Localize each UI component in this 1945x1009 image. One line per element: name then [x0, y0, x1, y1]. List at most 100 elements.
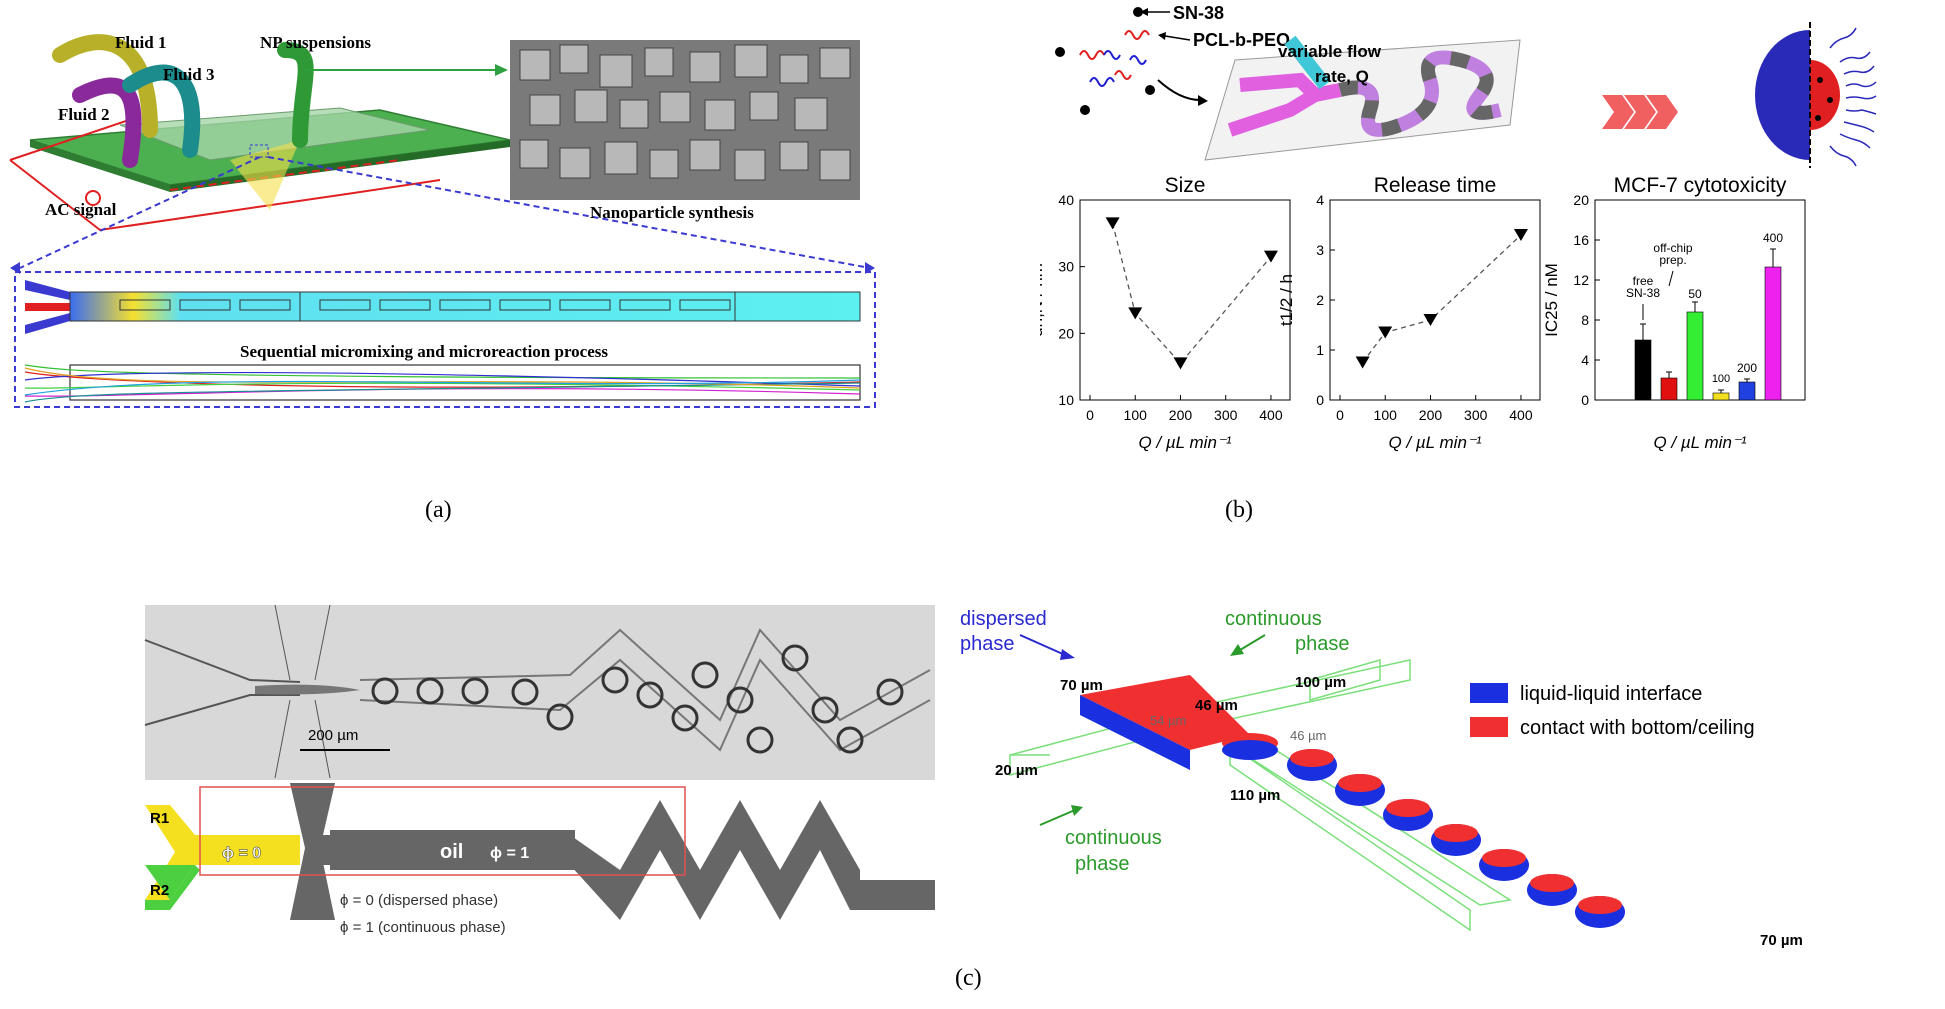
dispersed-label: dispersed — [960, 608, 1047, 630]
scale-bar-label: 200 µm — [308, 727, 358, 744]
x-tick-label: 100 — [1374, 407, 1398, 423]
y-axis-label: dh,N / nm — [1040, 263, 1046, 337]
fluid3-label: Fluid 3 — [163, 65, 215, 84]
data-point — [1378, 326, 1393, 339]
y-tick-label: 8 — [1581, 312, 1589, 328]
pcl-label: PCL-b-PEO — [1193, 30, 1290, 50]
y-tick-label: 3 — [1316, 242, 1324, 258]
y-tick-label: 40 — [1058, 192, 1074, 208]
dim-70: 70 µm — [1060, 677, 1103, 694]
y-tick-label: 0 — [1581, 392, 1589, 408]
dim-20: 20 µm — [995, 762, 1038, 779]
chart-frame — [1329, 199, 1541, 401]
data-point — [1173, 357, 1188, 370]
x-tick-label: 200 — [1169, 407, 1193, 423]
x-tick-label: 300 — [1464, 407, 1488, 423]
panel-c-left: 200 µm R1 R2 ϕ = 0 oil ϕ = 1 ϕ = 0 (disp… — [140, 600, 940, 950]
y-tick-label: 2 — [1316, 292, 1324, 308]
chart-title: MCF-7 cytotoxicity — [1614, 174, 1787, 197]
continuous-label-1: continuous — [1225, 608, 1322, 630]
series-line — [1362, 234, 1522, 363]
y-tick-label: 12 — [1573, 272, 1589, 288]
dim-100: 100 µm — [1295, 674, 1346, 691]
variable-flow-label: variable flow — [1278, 42, 1382, 61]
data-point — [1128, 307, 1143, 320]
panel-a-figure: Fluid 1 Fluid 2 Fluid 3 NP suspensions A… — [9, 33, 876, 408]
bar — [1660, 377, 1678, 401]
bar — [1634, 339, 1652, 401]
x-tick-label: 400 — [1259, 407, 1283, 423]
y-tick-label: 4 — [1316, 192, 1324, 208]
data-point — [1355, 356, 1370, 369]
legend-contact-swatch — [1470, 717, 1508, 737]
x-tick-label: 400 — [1509, 407, 1533, 423]
sequential-label: Sequential micromixing and microreaction… — [240, 342, 608, 361]
bar-annotation: 100 — [1712, 373, 1730, 385]
bar — [1686, 311, 1704, 401]
bar — [1764, 266, 1782, 401]
y-tick-label: 0 — [1316, 392, 1324, 408]
annotation-arrow — [1668, 270, 1674, 287]
x-axis-label: Q / µL min⁻¹ — [1138, 433, 1231, 452]
y-tick-label: 16 — [1573, 232, 1589, 248]
legend-interface-text: liquid-liquid interface — [1520, 683, 1702, 705]
panel-c-right-figure: dispersed phase continuous phase continu… — [960, 608, 1803, 949]
data-point — [1513, 229, 1528, 241]
ac-signal-wire — [9, 159, 441, 232]
panel-a-label: (a) — [425, 497, 452, 523]
chart-frame — [1079, 199, 1291, 401]
legend-continuous: ϕ = 1 (continuous phase) — [340, 919, 506, 936]
chart-title: Release time — [1374, 174, 1497, 197]
data-point — [1263, 250, 1278, 263]
bar-annotation: SN-38 — [1626, 286, 1660, 300]
microfluidic-chip — [1204, 35, 1521, 161]
y-axis-label: IC25 / nM — [1542, 263, 1561, 337]
panel-c-left-figure: 200 µm R1 R2 ϕ = 0 oil ϕ = 1 ϕ = 0 (disp… — [144, 604, 935, 936]
oil-label: oil — [440, 841, 463, 863]
polymer-schematic — [1055, 7, 1208, 115]
phase-label-3: phase — [1075, 853, 1130, 875]
droplets — [1287, 749, 1625, 928]
bar-annotation: 200 — [1737, 361, 1757, 375]
y-tick-label: 20 — [1573, 192, 1589, 208]
fluid2-label: Fluid 2 — [58, 105, 110, 124]
x-tick-label: 300 — [1214, 407, 1238, 423]
bar-annotation: 400 — [1763, 231, 1783, 245]
bar-annotation: off-chip — [1653, 241, 1692, 255]
micelle-graphic — [1755, 22, 1877, 168]
panel-c-right: dispersed phase continuous phase continu… — [950, 600, 1945, 960]
x-tick-label: 100 — [1124, 407, 1148, 423]
y-tick-label: 1 — [1316, 342, 1324, 358]
continuous-label-2: continuous — [1065, 827, 1162, 849]
dim-54: 54 µm — [1150, 713, 1186, 728]
bar — [1712, 392, 1730, 401]
dim-70b: 70 µm — [1760, 932, 1803, 949]
sem-image — [510, 40, 860, 200]
rate-q-label: rate, Q — [1315, 67, 1369, 86]
bar-annotation: 50 — [1688, 287, 1702, 301]
r1-label: R1 — [150, 810, 169, 827]
data-point — [1423, 314, 1438, 326]
y-tick-label: 10 — [1058, 392, 1074, 408]
streamlines — [24, 364, 861, 403]
y-tick-label: 30 — [1058, 259, 1074, 275]
y-axis-label: t1/2 / h — [1277, 274, 1296, 326]
chart-title: Size — [1165, 174, 1206, 197]
x-tick-label: 0 — [1336, 407, 1344, 423]
y-tick-label: 4 — [1581, 352, 1589, 368]
x-tick-label: 0 — [1086, 407, 1094, 423]
legend-interface-swatch — [1470, 683, 1508, 703]
series-line — [1111, 223, 1272, 365]
fluid1-tube — [52, 34, 158, 138]
np-suspensions-label: NP suspensions — [260, 33, 371, 52]
panel-b: SN-38 PCL-b-PEO variable flow rate, Q — [1027, 0, 1945, 523]
bar-annotation: prep. — [1659, 253, 1686, 267]
fluid3-tube — [122, 64, 201, 158]
flow-chevrons — [1602, 95, 1678, 129]
ac-source-icon — [85, 190, 101, 206]
legend-dispersed: ϕ = 0 (dispersed phase) — [340, 892, 498, 909]
bar — [1738, 381, 1756, 401]
y-tick-label: 20 — [1058, 325, 1074, 341]
panel-a: Fluid 1 Fluid 2 Fluid 3 NP suspensions A… — [0, 0, 880, 523]
simulation-geometry — [145, 783, 935, 920]
